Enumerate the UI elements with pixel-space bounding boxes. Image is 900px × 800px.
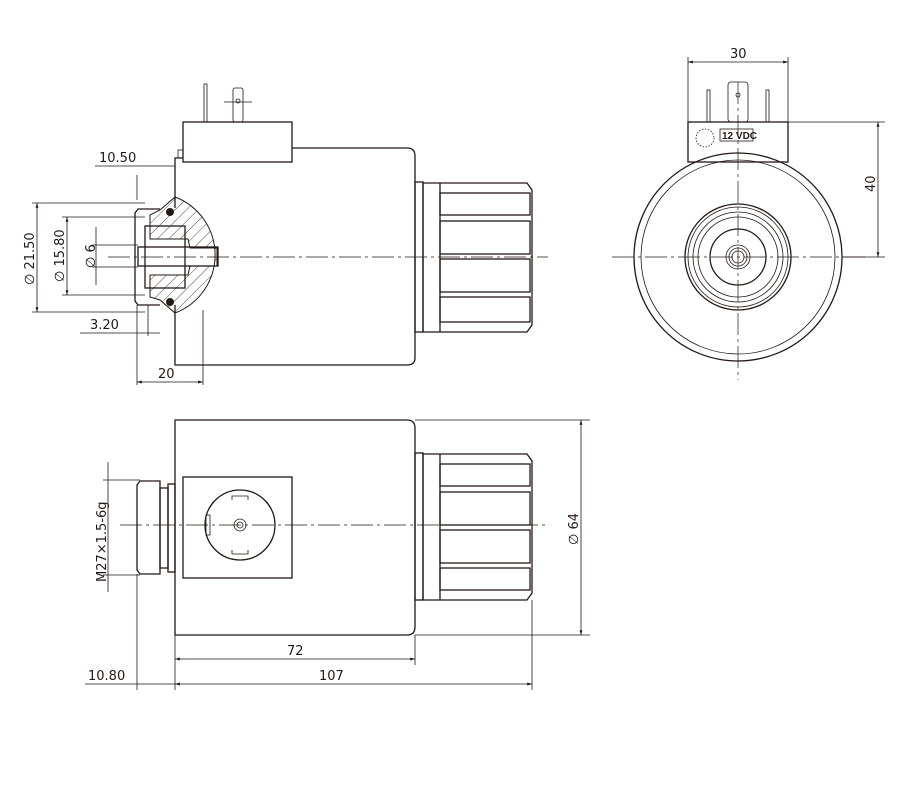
plan-fitting <box>136 480 176 575</box>
section-hatch <box>149 196 218 314</box>
dim-72: 72 <box>174 635 416 690</box>
svg-text:10.80: 10.80 <box>88 669 125 684</box>
svg-text:72: 72 <box>287 644 304 659</box>
dim-3-20: 3.20 <box>80 305 160 385</box>
knurled-nut <box>414 181 533 333</box>
dim-64: ∅ 64 <box>415 419 590 636</box>
voltage-label: 12 VDC <box>722 131 757 142</box>
svg-text:30: 30 <box>730 47 747 62</box>
dim-107: 107 <box>174 600 533 690</box>
svg-text:40: 40 <box>864 175 879 192</box>
svg-text:3.20: 3.20 <box>90 318 119 333</box>
dim-40: 40 <box>788 121 885 258</box>
svg-text:∅ 6: ∅ 6 <box>84 244 99 268</box>
svg-text:∅ 15.80: ∅ 15.80 <box>53 229 68 282</box>
dim-15-80: ∅ 15.80 <box>53 216 145 296</box>
dim-21-50: ∅ 21.50 <box>23 202 145 313</box>
svg-text:M27×1.5-6g: M27×1.5-6g <box>95 501 110 582</box>
svg-text:20: 20 <box>158 367 175 382</box>
dim-20: 20 <box>136 310 204 385</box>
dim-6: ∅ 6 <box>84 227 138 285</box>
dim-m27: M27×1.5-6g <box>95 462 140 592</box>
svg-text:∅ 64: ∅ 64 <box>567 513 582 545</box>
dim-10-50: 10.50 <box>95 151 175 200</box>
dim-30: 30 <box>687 47 789 122</box>
plan-coil-body <box>174 419 416 636</box>
bore <box>137 246 219 267</box>
connector-pins <box>203 83 252 123</box>
plan-knurled-nut <box>414 452 533 601</box>
side-section-view: 10.50 ∅ 21.50 ∅ 15.80 ∅ 6 3.20 <box>23 83 548 385</box>
coil-body <box>174 147 416 366</box>
svg-text:10.50: 10.50 <box>99 151 136 166</box>
dim-10-80: 10.80 <box>85 574 175 690</box>
svg-text:∅ 21.50: ∅ 21.50 <box>23 232 38 285</box>
plan-connector-housing <box>182 476 293 579</box>
svg-text:107: 107 <box>319 669 344 684</box>
end-view: 12 VDC 30 40 <box>612 47 885 380</box>
connector-housing <box>182 121 293 163</box>
plan-view: M27×1.5-6g ∅ 64 72 107 10.80 <box>85 419 590 690</box>
